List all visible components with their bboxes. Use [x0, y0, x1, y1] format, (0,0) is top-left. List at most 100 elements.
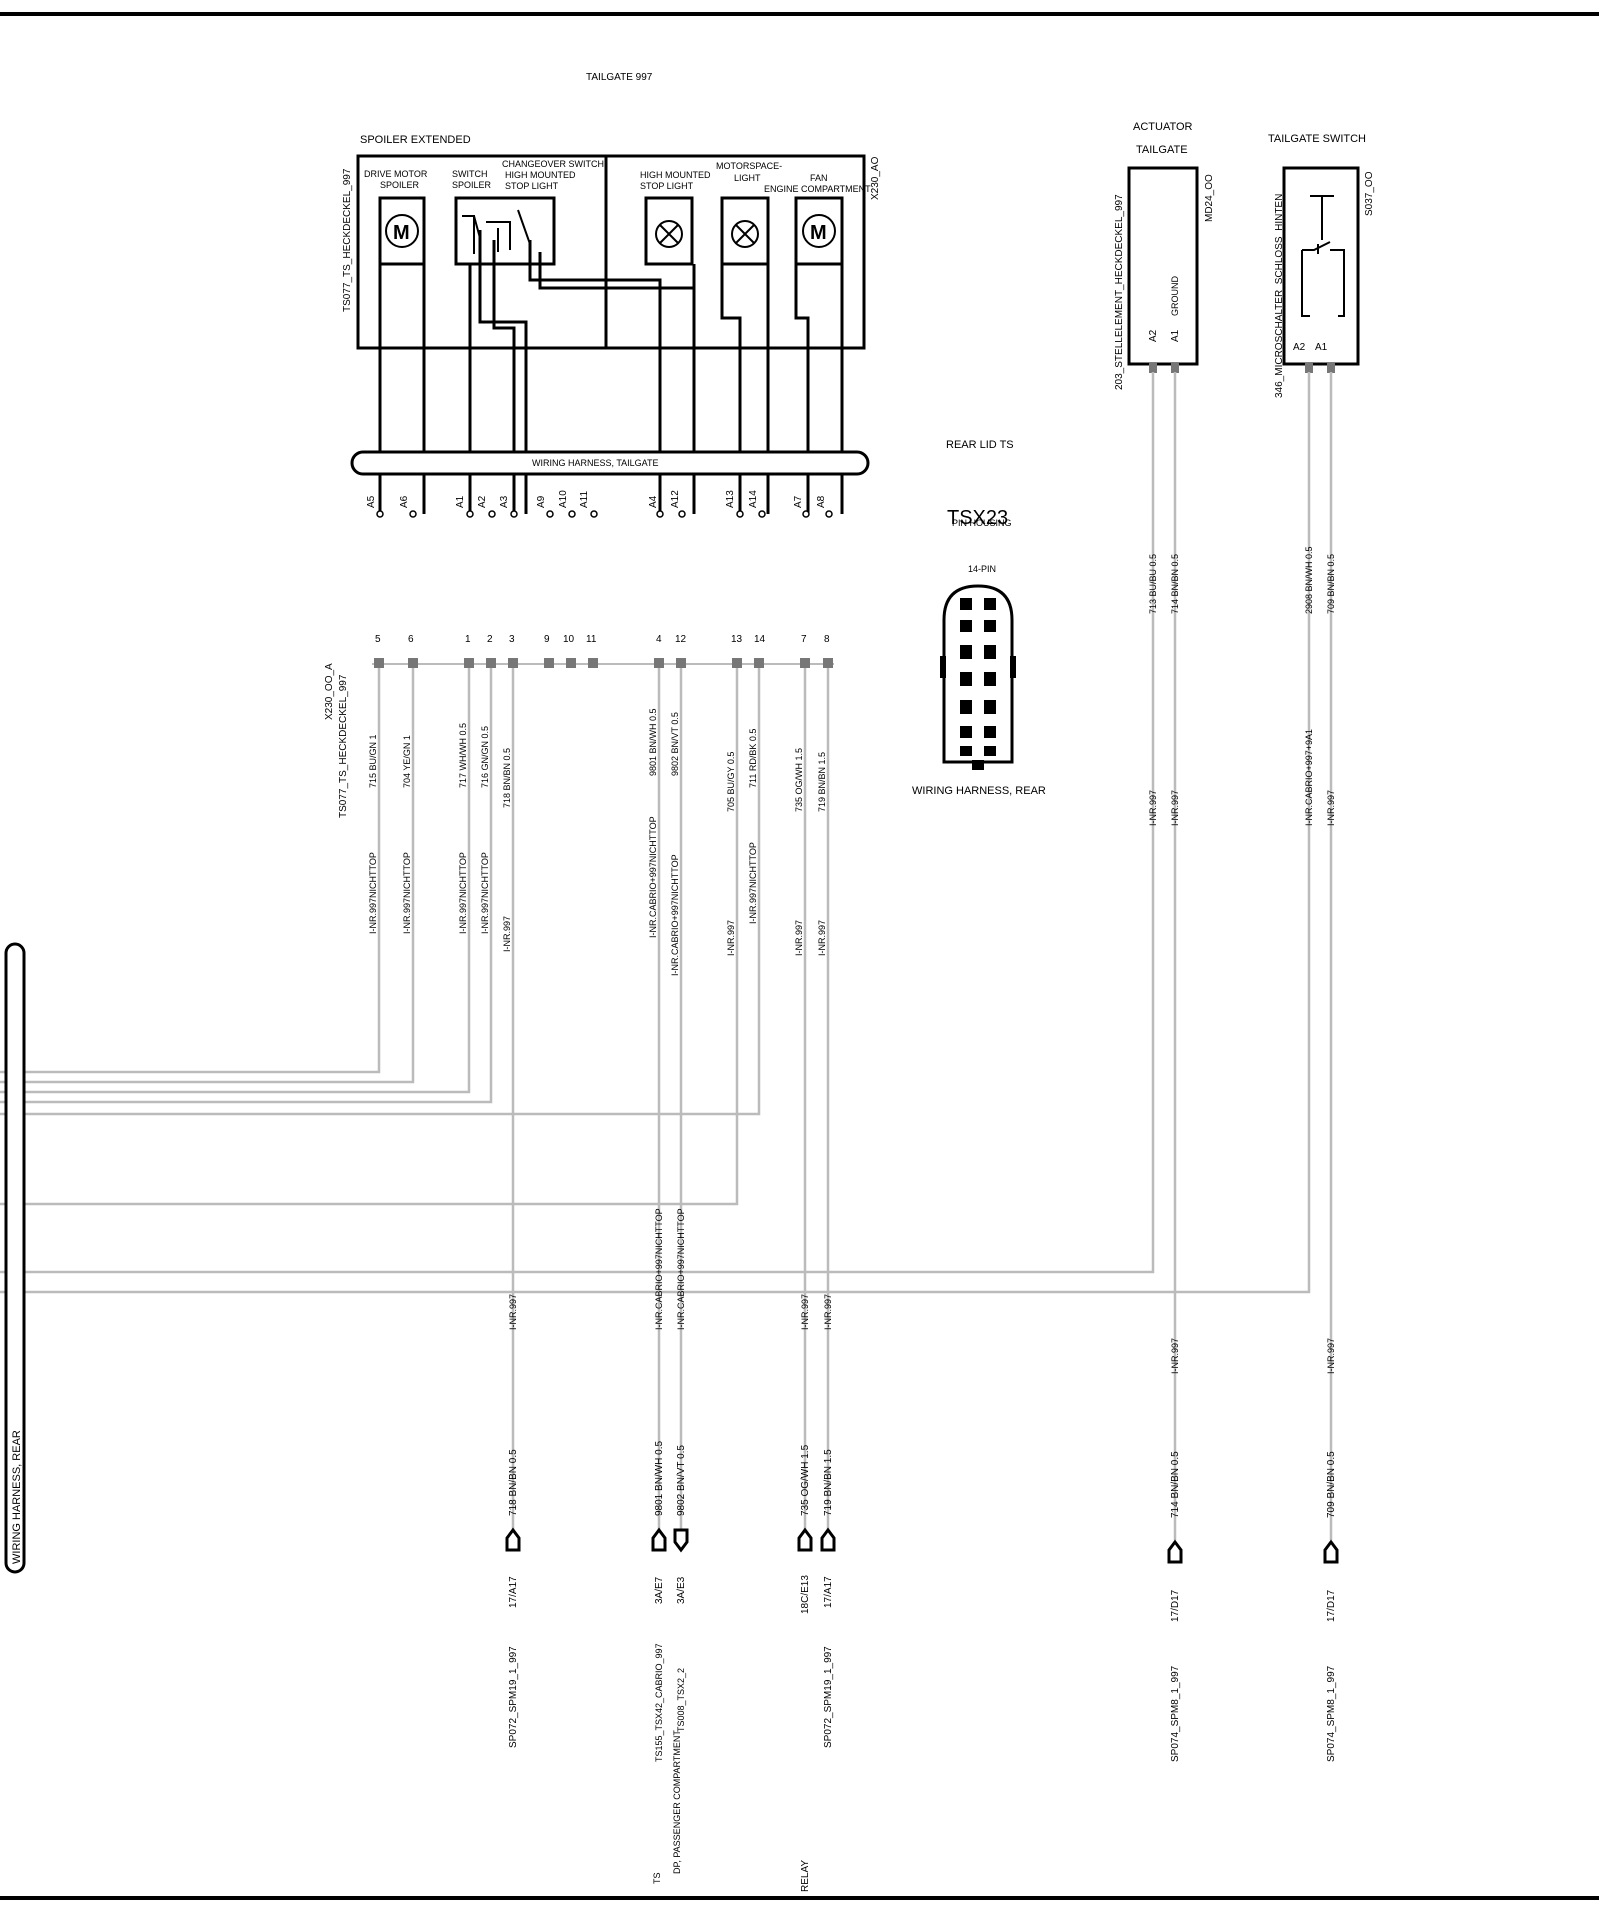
harness-pin-A3: A3	[499, 495, 510, 508]
end-label-9802: 9802 BN/VT 0.5	[676, 1445, 687, 1516]
switch-pin-a1	[1327, 363, 1335, 373]
right-wire-labels: 713 BU/BU 0.5 714 BN/BN 0.5 2908 BN/WH 0…	[1148, 546, 1337, 1762]
pin-num-3: 3	[509, 634, 515, 645]
actuator-pin-a1	[1171, 363, 1179, 373]
switch-a2-label: A2	[1293, 342, 1306, 353]
fan-label-2: ENGINE COMPARTMENT	[764, 184, 871, 194]
actuator-box	[1127, 166, 1199, 366]
dest-9802: TS008_TSX2_2	[676, 1668, 686, 1732]
pin-num-8: 8	[824, 634, 830, 645]
nr-upper-3: I-NR.997	[502, 916, 512, 952]
nr-upper-8: I-NR.997	[817, 920, 827, 956]
connector-harness-label: WIRING HARNESS, REAR	[912, 785, 1046, 797]
ref-labels: 17/A17 3A/E7 3A/E3 18C/E13 17/A17	[508, 1575, 834, 1614]
switch-spoiler-label-2: SPOILER	[452, 180, 492, 190]
nr-lower-3: I-NR.997	[508, 1294, 518, 1330]
right-nr-low-714: I-NR.997	[1170, 1338, 1180, 1374]
lamp-cross	[659, 224, 679, 244]
md24-label: MD24_OO	[1204, 174, 1215, 222]
dest-labels: SP072_SPM19_1_997 TS155_TSX42_CABRIO_997…	[508, 1643, 834, 1762]
pin-num-1: 1	[465, 634, 471, 645]
wire-label-9801: 9801 BN/WH 0.5	[648, 708, 658, 776]
title-rear-lid-ts: REAR LID TS	[946, 439, 1014, 451]
right-label-709: 709 BN/BN 0.5	[1326, 554, 1336, 614]
wire-label-717: 717 WH/WH 0.5	[458, 723, 468, 788]
lamp-icon	[655, 220, 683, 248]
fan-motor-icon	[802, 214, 836, 248]
harness-pin-A12: A12	[670, 490, 681, 508]
component-box	[356, 154, 866, 350]
wire-terminals	[505, 1527, 1339, 1564]
motorspace-light-box	[720, 196, 770, 266]
right-nr-low-709: I-NR.997	[1326, 1338, 1336, 1374]
wire-label-715: 715 BU/GN 1	[368, 734, 378, 788]
ts077-side-label: TS077_TS_HECKDECKEL_997	[342, 168, 353, 312]
harness-pin-A2: A2	[477, 495, 488, 508]
wire-label-735: 735 OG/WH 1.5	[794, 748, 804, 812]
fan-box	[794, 196, 844, 266]
dest-9801: TS155_TSX42_CABRIO_997	[654, 1643, 664, 1762]
changeover-label-3: STOP LIGHT	[505, 181, 559, 191]
harness-pin-A13: A13	[725, 490, 736, 508]
harness-pin-A11: A11	[579, 491, 590, 508]
switch-a1-label: A1	[1315, 342, 1328, 353]
wire-labels-upper: 715 BU/GN 1 704 YE/GN 1 717 WH/WH 0.5 71…	[368, 708, 827, 812]
nr-labels-upper: I-NR.997NICHTTOP I-NR.997NICHTTOP I-NR.9…	[368, 816, 827, 976]
drive-motor-label-1: DRIVE MOTOR	[364, 169, 428, 179]
dest-719: SP072_SPM19_1_997	[823, 1646, 834, 1748]
harness-pin-A8: A8	[816, 495, 827, 508]
switch-spoiler-label-1: SWITCH	[452, 169, 488, 179]
connector-pin-numbers: 5 6 1 2 3 9 10 11 4 12 13 14 7 8	[375, 634, 830, 645]
right-label-2908: 2908 BN/WH 0.5	[1304, 546, 1314, 614]
ref-9802: 3A/E3	[676, 1576, 687, 1604]
nr-upper-7: I-NR.997	[794, 920, 804, 956]
actuator-side-label: 203_STELLELEMENT_HECKDECKEL_997	[1114, 194, 1125, 390]
pin-num-9: 9	[544, 634, 550, 645]
title-tailgate: TAILGATE 997	[586, 72, 653, 83]
wire-label-719: 719 BN/BN 1.5	[817, 752, 827, 812]
pin-num-10: 10	[563, 634, 575, 645]
harness-pin-labels: A5 A6 A1 A2 A3 A9 A10 A11 A4 A12 A13 A14…	[366, 490, 827, 508]
pin-num-2: 2	[487, 634, 493, 645]
nr-lower-4: I-NR.CABRIO+997NICHTTOP	[654, 1208, 664, 1330]
wire-end-labels: 718 BN/BN 0.5 9801 BN/WH 0.5 9802 BN/VT …	[508, 1441, 834, 1516]
harness-rear-bar	[4, 942, 26, 1574]
switch-spoiler-box	[454, 196, 556, 266]
wire-label-705: 705 BU/GY 0.5	[726, 752, 736, 812]
wire-label-711: 711 RD/BK 0.5	[748, 729, 758, 788]
nr-lower-8: I-NR.997	[823, 1294, 833, 1330]
switch-pin-a2	[1305, 363, 1313, 373]
ref-718: 17/A17	[508, 1576, 519, 1608]
note-relay: RELAY	[800, 1860, 811, 1892]
right-nr-714: I-NR.997	[1170, 790, 1180, 826]
harness-pin-A7: A7	[793, 495, 804, 508]
right-dest-714: SP074_SPM8_1_997	[1170, 1665, 1181, 1762]
terminal-9802	[673, 1528, 689, 1553]
right-label-714: 714 BN/BN 0.5	[1170, 554, 1180, 614]
note-ts: TS	[652, 1872, 662, 1884]
x230-oo-a-label: X230_OO_A	[324, 663, 335, 720]
motorspace-label-1: MOTORSPACE-	[716, 161, 782, 171]
harness-tailgate-bar	[350, 450, 870, 476]
pin-num-5: 5	[375, 634, 381, 645]
harness-pin-A14: A14	[748, 490, 759, 508]
ref-719: 17/A17	[823, 1576, 834, 1608]
nr-lower-7: I-NR.997	[800, 1294, 810, 1330]
nr-upper-12: I-NR.CABRIO+997NICHTTOP	[670, 854, 680, 976]
actuator-a1-label: A1	[1170, 329, 1181, 342]
nr-upper-5: I-NR.997NICHTTOP	[368, 852, 378, 934]
terminal-718	[505, 1527, 521, 1552]
drive-motor-box	[378, 196, 426, 266]
right-nr-709: I-NR.997	[1326, 790, 1336, 826]
harness-pin-A9: A9	[536, 495, 547, 508]
right-label-713: 713 BU/BU 0.5	[1148, 554, 1158, 614]
harness-tailgate-label: WIRING HARNESS, TAILGATE	[532, 458, 659, 468]
tsx23-connector-icon	[940, 584, 1016, 770]
fourteen-pin-label: 14-PIN	[968, 564, 996, 574]
pin-num-6: 6	[408, 634, 414, 645]
nr-upper-14: I-NR.997NICHTTOP	[748, 842, 758, 924]
harness-rear-bar-label: WIRING HARNESS, REAR	[11, 1430, 23, 1564]
fan-label-1: FAN	[810, 173, 828, 183]
harness-pin-A5: A5	[366, 495, 377, 508]
harness-pin-A4: A4	[648, 495, 659, 508]
